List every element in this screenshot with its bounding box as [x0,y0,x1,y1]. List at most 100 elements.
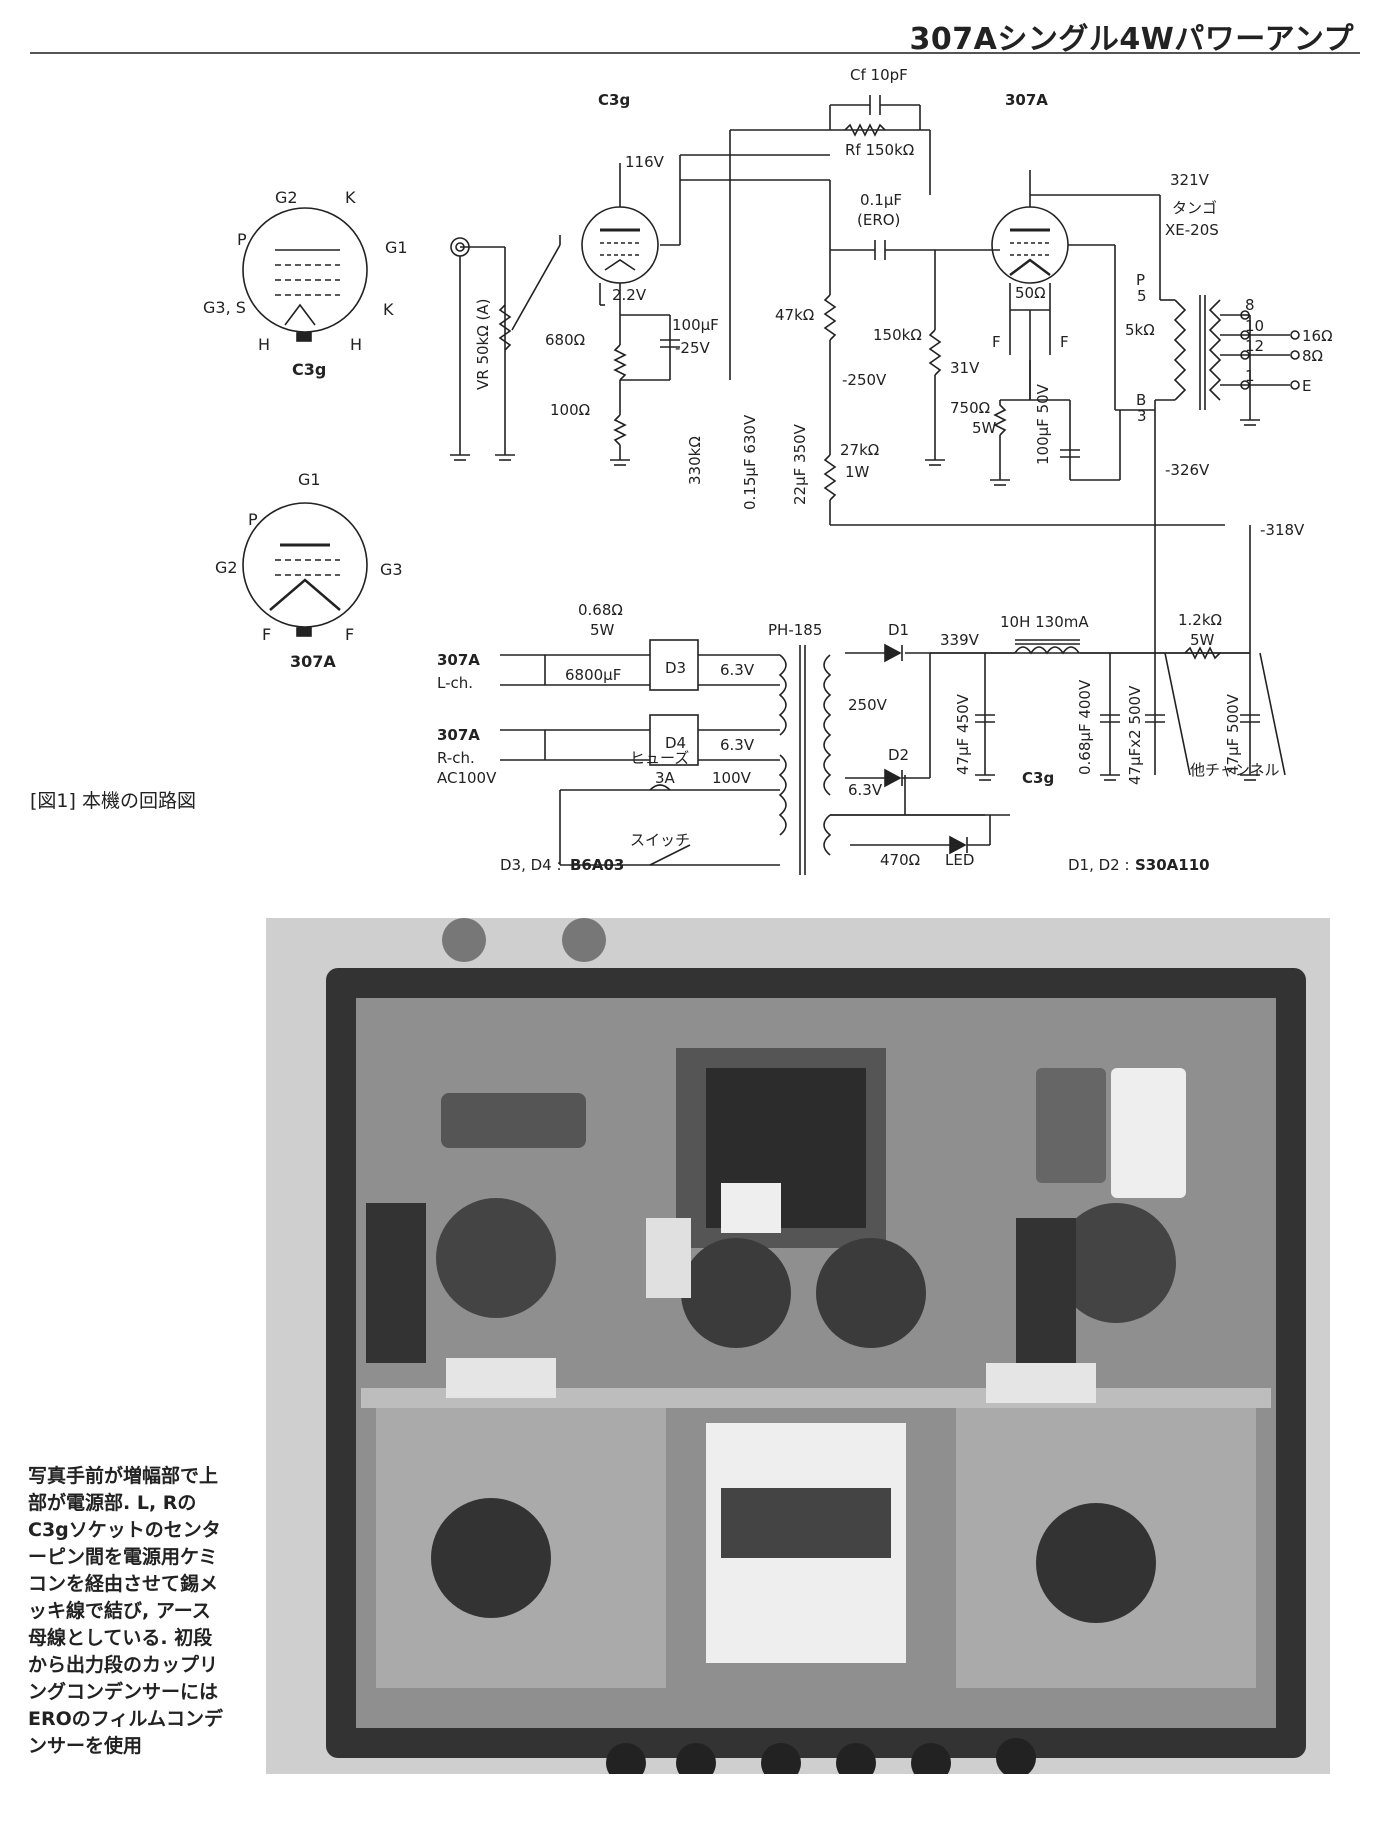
label-r470: 470Ω [880,851,920,869]
photo-description-line: ンサーを使用 [28,1735,143,1757]
label-e: E [1302,377,1311,395]
label-c47x2: 47μFx2 500V [1126,685,1144,785]
label-w5a: 5W [972,419,997,437]
photo-description-line: から出力段のカップリ [28,1654,219,1676]
label-c100: 100μF [672,316,719,334]
label-c47-500: 47μF 500V [1224,693,1242,775]
label-other-ch: 他チャンネル [1190,761,1280,779]
photo-description-line: ーピン間を電源用ケミ [28,1546,218,1568]
label-326v: -326V [1165,461,1210,479]
label-307a-rch: 307A [437,726,480,744]
label-d4: D4 [665,734,686,752]
label-choke: 10H 130mA [1000,613,1089,631]
label-w5b: 5W [590,621,615,639]
photo-description-line: C3gソケットのセンタ [28,1519,221,1541]
label-ero: (ERO) [857,211,900,229]
label-d3: D3 [665,659,686,677]
c3g-pin-h2: H [350,335,362,354]
label-r330k: 330kΩ [686,436,704,485]
label-lch: L-ch. [437,674,473,692]
label-8ohm: 8Ω [1302,347,1323,365]
c3g-pin-k: K [345,188,356,207]
chassis-photo-drawing [266,918,1330,1783]
t307a-pin-f2: F [345,625,354,644]
photo-description-line: 母線としている. 初段 [28,1627,213,1649]
label-ph185: PH-185 [768,621,822,639]
label-5k: 5kΩ [1125,321,1155,339]
label-led: LED [945,851,974,869]
label-o8: 8 [1245,296,1255,314]
label-b: B [1136,391,1146,409]
label-321v: 321V [1170,171,1210,189]
label-c015: 0.15μF 630V [741,414,759,510]
label-f1: F [992,333,1001,351]
label-v22: 2.2V [612,286,647,304]
c3g-pinout-label: C3g [292,360,326,379]
label-307a-lch: 307A [437,651,480,669]
label-r50: 50Ω [1015,284,1046,302]
t307a-pin-g1: G1 [298,470,321,489]
label-r680: 680Ω [545,331,585,349]
c3g-pin-p: P [237,230,247,249]
t307a-pin-g3: G3 [380,560,403,579]
t307a-pin-f1: F [262,625,271,644]
label-c068: 0.68μF 400V [1076,679,1094,775]
label-rf: Rf 150kΩ [845,141,914,159]
label-r47k: 47kΩ [775,306,814,324]
label-r150k: 150kΩ [873,326,922,344]
label-ac100: AC100V [437,769,497,787]
label-c100-50: 100μF 50V [1034,383,1052,465]
photo-description-line: ングコンデンサーには [28,1681,219,1703]
label-d1: D1 [888,621,909,639]
c3g-pin-k2: K [383,300,394,319]
label-c3g-heater: C3g [1022,769,1054,787]
photo-description-line: ッキ線で結び, アース [28,1600,211,1622]
label-n3: 3 [1137,407,1147,425]
photo-description-line: 写真手前が増幅部で上 [28,1465,219,1487]
label-p: P [1136,271,1145,289]
label-16ohm: 16Ω [1302,327,1333,345]
t307a-pin-g2: G2 [215,558,238,577]
label-s30a110: S30A110 [1135,856,1210,874]
label-v31: 31V [950,359,980,377]
label-w1: 1W [845,463,870,481]
label-r12k: 1.2kΩ [1178,611,1222,629]
chassis-photo [266,918,1330,1783]
circuit-schematic: G2 P G3, S H K G1 K H C3g G1 P G2 G3 F F… [203,66,1333,875]
label-v339: 339V [940,631,980,649]
t307a-pinout-label: 307A [290,652,336,671]
label-d34: D3, D4 : [500,856,562,874]
c3g-pin-g3s: G3, S [203,298,246,317]
label-switch: スイッチ [630,831,690,849]
label-c3g: C3g [598,91,630,109]
label-tango: タンゴ [1172,199,1217,217]
label-o12: 12 [1245,337,1264,355]
label-f2: F [1060,333,1069,351]
page-header: 307Aシングル4Wパワーアンプ [30,8,1360,57]
label-r750: 750Ω [950,399,990,417]
photo-description-line: 部が電源部. L, Rの [28,1492,197,1514]
label-v250b: 250V [848,696,888,714]
label-v250: -250V [842,371,887,389]
label-rch: R-ch. [437,749,475,767]
c3g-pin-g1: G1 [385,238,408,257]
label-fuse3a: 3A [655,769,676,787]
label-w5c: 5W [1190,631,1215,649]
label-v25: -25V [675,339,710,357]
page-title: 307Aシングル4Wパワーアンプ [909,22,1354,57]
label-xe20s: XE-20S [1165,221,1219,239]
label-fuse: ヒューズ [630,749,689,767]
label-c6800: 6800μF [565,666,621,684]
label-v63c: 6.3V [848,781,883,799]
photo-description-line: EROのフィルムコンデ [28,1708,224,1730]
label-cap01: 0.1μF [860,191,902,209]
label-c22: 22μF 350V [791,423,809,505]
label-o10: 10 [1245,317,1264,335]
photo-description-line: コンを経由させて錫メ [28,1573,219,1595]
label-d12: D1, D2 : [1068,856,1130,874]
label-c47-450: 47μF 450V [954,693,972,775]
label-318v: -318V [1260,521,1305,539]
c3g-pin-g2: G2 [275,188,298,207]
label-r068: 0.68Ω [578,601,623,619]
figure-caption: [図1] 本機の回路図 [30,790,196,812]
